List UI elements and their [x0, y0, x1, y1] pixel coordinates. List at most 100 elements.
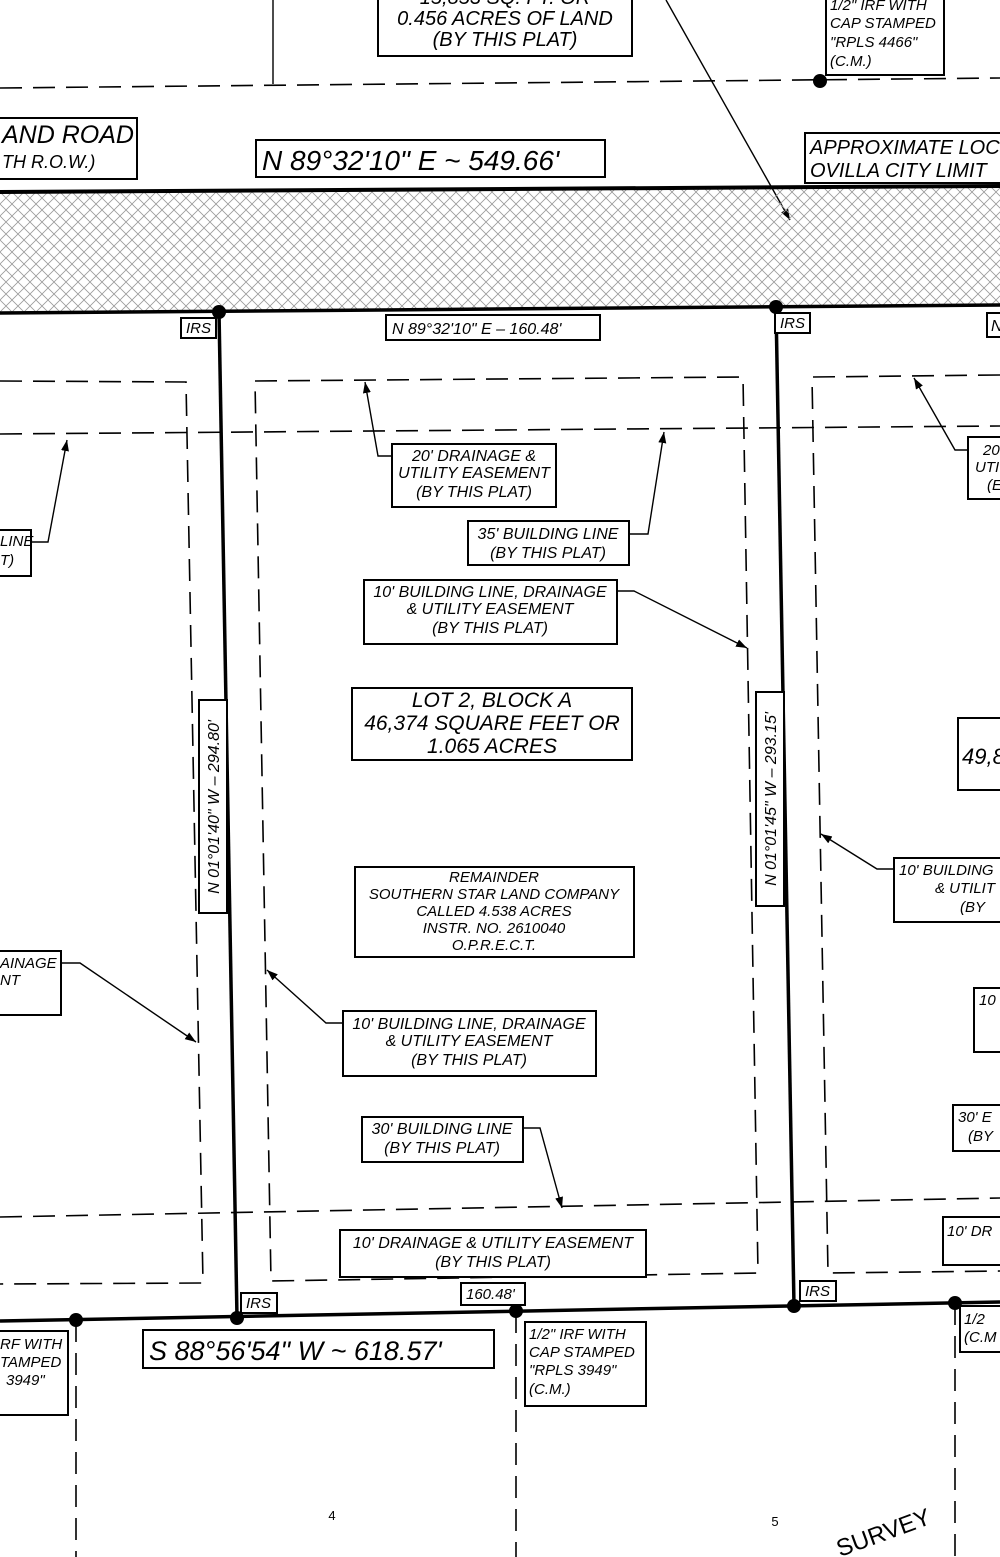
building-line-10-bottom-box — [342, 1010, 597, 1077]
top-plat-area-line1: 15,853 SQ. FT. OR — [420, 0, 590, 9]
left-building-line-box — [0, 529, 32, 577]
right-20-box — [967, 436, 1000, 500]
left-drainage-leader — [61, 962, 197, 1043]
building-line-35-box — [467, 520, 630, 566]
left-irf-box — [0, 1330, 69, 1416]
top-plat-area-line2: 0.456 ACRES OF LAND — [397, 8, 613, 30]
building-line-10-top-line3: (BY THIS PLAT) — [432, 620, 548, 637]
drainage-10-line1: 10' DRAINAGE & UTILITY EASEMENT — [353, 1235, 634, 1252]
right-20-3: (E — [987, 477, 1000, 494]
building-line-30-box — [361, 1116, 524, 1163]
irs-label-box-ne — [774, 312, 811, 334]
city-limit-box — [804, 132, 1000, 184]
building-line-35-leader — [629, 431, 667, 535]
left-drainage-box — [0, 950, 62, 1016]
city-limit-line1: APPROXIMATE LOC — [809, 137, 1000, 159]
lot-number-5: 5 — [771, 1514, 778, 1529]
top-plat-area-box — [377, 0, 633, 57]
irf-3949-box — [524, 1321, 647, 1407]
right-irf-1: 1/2 — [964, 1311, 986, 1328]
south-bearing: S 88°56'54" W ~ 618.57' — [149, 1336, 442, 1366]
road-right-of-way — [0, 186, 1000, 312]
right-drain-box — [942, 1216, 1000, 1266]
irs-monument-se — [787, 1299, 801, 1313]
road-bearing-box — [255, 139, 606, 178]
top-irf-line1: 1/2" IRF WITH — [830, 0, 927, 14]
left-irf-3: 3949" — [6, 1372, 45, 1389]
lot3-building-setback — [811, 374, 1000, 1274]
building-line-10-top-line1: 10' BUILDING LINE, DRAINAGE — [373, 584, 607, 601]
right-drain: 10' DR — [947, 1223, 993, 1240]
irf-3949-line1: 1/2" IRF WITH — [529, 1326, 626, 1343]
right-area-box — [957, 717, 1000, 791]
building-line-10-top-leader — [617, 590, 748, 649]
lot-title-line1: LOT 2, BLOCK A — [412, 689, 572, 712]
left-drainage-2: NT — [0, 972, 22, 989]
irs-label-box-sw — [240, 1292, 278, 1314]
drainage-20-line2: UTILITY EASEMENT — [398, 465, 551, 482]
left-irf-1: RF WITH — [0, 1336, 62, 1353]
rear-distance-box — [460, 1282, 526, 1306]
row-south-line — [0, 303, 1000, 315]
remainder-line3: CALLED 4.538 ACRES — [416, 903, 571, 920]
building-line-30-dashed — [0, 1197, 1000, 1218]
right-30-2: (BY — [968, 1128, 994, 1145]
irs-label-ne: IRS — [780, 315, 805, 332]
drainage-10-box — [339, 1229, 647, 1278]
south-bearing-box — [142, 1329, 495, 1369]
building-line-10-bottom-line3: (BY THIS PLAT) — [411, 1052, 527, 1069]
left-building-line-2: T) — [0, 552, 14, 569]
road-bearing: N 89°32'10" E ~ 549.66' — [262, 145, 561, 176]
top-irf-line4: (C.M.) — [830, 53, 872, 70]
city-limit-leader — [665, 0, 791, 221]
lot-title-box — [351, 687, 633, 761]
irs-monument-ne — [769, 300, 783, 314]
top-monument — [813, 74, 827, 88]
right-bl10-3: (BY — [960, 899, 986, 916]
road-name: AND ROAD — [0, 121, 134, 149]
lot-title-line3: 1.065 ACRES — [427, 735, 557, 758]
remainder-line4: INSTR. NO. 2610040 — [423, 920, 566, 937]
left-irf-2: TAMPED — [0, 1354, 62, 1371]
drainage-20-line1: 20' DRAINAGE & — [411, 448, 536, 465]
building-line-30-line1: 30' BUILDING LINE — [372, 1121, 513, 1138]
building-line-10-bottom-line1: 10' BUILDING LINE, DRAINAGE — [352, 1016, 586, 1033]
drainage-20-leader — [362, 381, 392, 457]
west-bearing: N 01°01'40" W – 294.80' — [206, 719, 223, 894]
building-line-10-bottom-line2: & UTILITY EASEMENT — [386, 1033, 554, 1050]
irs-label-sw: IRS — [246, 1295, 271, 1312]
road-name-box — [0, 117, 138, 180]
top-irf-box — [825, 0, 945, 76]
irs-monument-sw — [230, 1311, 244, 1325]
lot1-building-setback — [0, 380, 204, 1285]
top-irf-line2: CAP STAMPED — [830, 15, 936, 32]
right-partial-box — [986, 312, 1000, 338]
remainder-line5: O.P.R.E.C.T. — [452, 937, 536, 954]
top-plat-area-line3: (BY THIS PLAT) — [433, 29, 578, 51]
lot-title-line2: 46,374 SQUARE FEET OR — [364, 712, 620, 735]
rear-distance: 160.48' — [466, 1286, 516, 1303]
right-20-1: 20 — [982, 442, 1000, 459]
left-building-line-leader — [31, 439, 69, 543]
remainder-line2: SOUTHERN STAR LAND COMPANY — [369, 886, 620, 903]
right-30-box — [952, 1104, 1000, 1152]
left-building-line-1: LINE — [0, 533, 34, 550]
east-bearing: N 01°01'45" W – 293.15' — [763, 711, 780, 886]
irs-label-nw: IRS — [186, 320, 211, 337]
right-irf-2: (C.M — [964, 1329, 997, 1346]
remainder-line1: REMAINDER — [449, 869, 539, 886]
irf-3949-line2: CAP STAMPED — [529, 1344, 635, 1361]
building-line-10-top-line2: & UTILITY EASEMENT — [407, 601, 575, 618]
right-20-leader — [913, 377, 968, 451]
right-bl10-2: & UTILIT — [935, 880, 997, 897]
east-bearing-box — [755, 691, 785, 907]
irf-3949-line3: "RPLS 3949" — [529, 1362, 617, 1379]
city-limit-line2: OVILLA CITY LIMIT — [810, 160, 989, 182]
building-line-35-dashed — [0, 425, 1000, 435]
lot-front-bearing-box — [385, 314, 601, 341]
building-line-30-line2: (BY THIS PLAT) — [384, 1140, 500, 1157]
drainage-20-line3: (BY THIS PLAT) — [416, 484, 532, 501]
building-line-30-leader — [523, 1127, 563, 1209]
right-bl10-1: 10' BUILDING — [899, 862, 994, 879]
right-bl10-leader — [820, 833, 894, 870]
